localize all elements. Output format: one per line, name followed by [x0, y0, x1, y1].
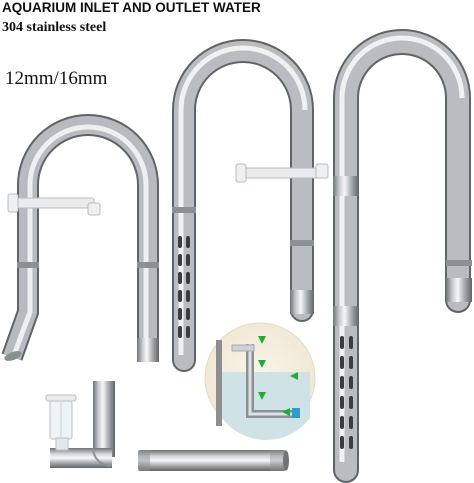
intake-slots [178, 236, 190, 338]
elbow-fitting [45, 381, 115, 468]
pipe-small-outlet [1, 114, 159, 362]
straight-tube [138, 450, 289, 471]
pipe-medium-inlet [172, 39, 314, 372]
pipe-large-inlet [333, 29, 472, 483]
clear-connector [45, 394, 77, 451]
product-title: AQUARIUM INLET AND OUTLET WATER [2, 0, 261, 15]
suction-cup-clip [235, 163, 329, 183]
size-label: 12mm/16mm [5, 68, 108, 89]
intake-slots [340, 336, 353, 449]
suction-cup-clip [7, 193, 101, 216]
flow-arrow [258, 336, 298, 416]
usage-diagram [204, 322, 316, 440]
material-label: 304 stainless steel [2, 20, 107, 35]
